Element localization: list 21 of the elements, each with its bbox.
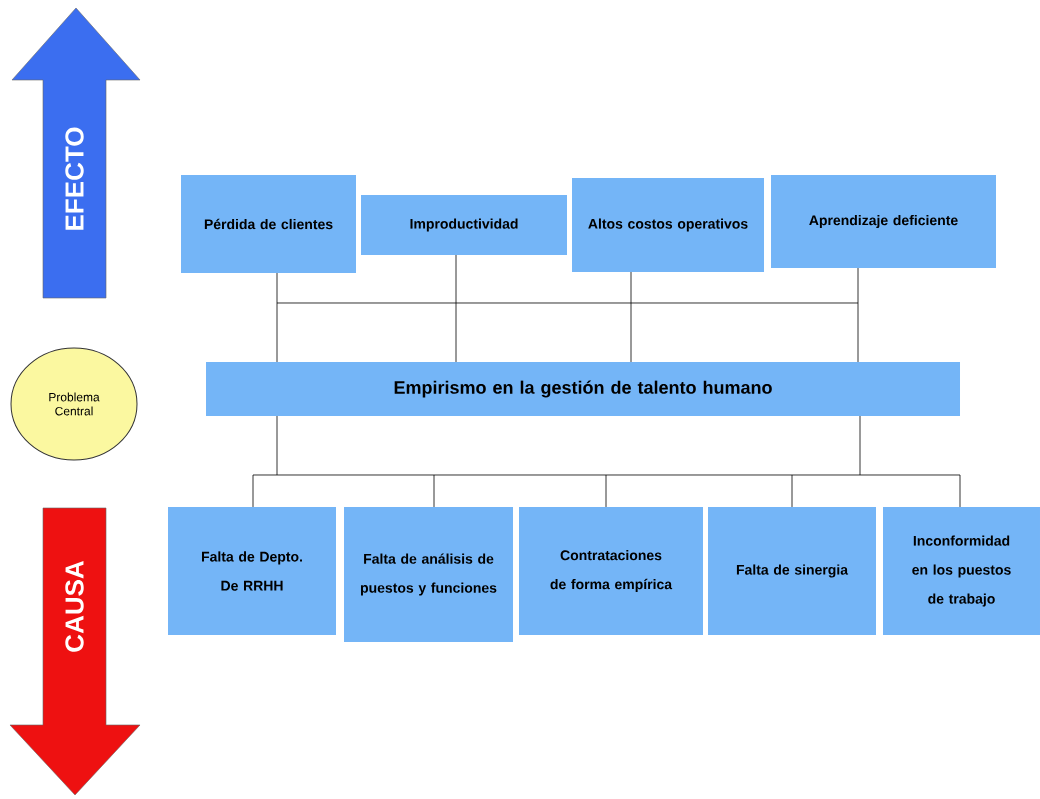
- effect-box: Falta de sinergia: [708, 507, 876, 635]
- connector-line: [605, 474, 607, 508]
- effect-box: Inconformidad en los puestos de trabajo: [883, 507, 1040, 635]
- effect-box: Aprendizaje deficiente: [771, 175, 996, 268]
- connector-line: [857, 267, 859, 363]
- connector-line: [791, 474, 793, 508]
- connector-line: [252, 474, 254, 508]
- connector-line: [252, 415, 961, 476]
- effect-box: Falta de análisis de puestos y funciones: [344, 507, 513, 642]
- effect-box: Pérdida de clientes: [181, 175, 356, 273]
- effect-box: Contrataciones de forma empírica: [519, 507, 703, 635]
- effect-box: Improductividad: [361, 195, 567, 255]
- problem-box: Empirismo en la gestión de talento humano: [206, 362, 960, 416]
- effect-box: Falta de Depto. De RRHH: [168, 507, 336, 635]
- effect-box: Altos costos operativos: [572, 178, 764, 272]
- connector-line: [276, 302, 859, 304]
- connector-line: [276, 272, 278, 363]
- connector-line: [959, 474, 961, 508]
- connector-line: [455, 254, 457, 363]
- connector-line: [630, 271, 632, 363]
- connector-line: [433, 474, 435, 508]
